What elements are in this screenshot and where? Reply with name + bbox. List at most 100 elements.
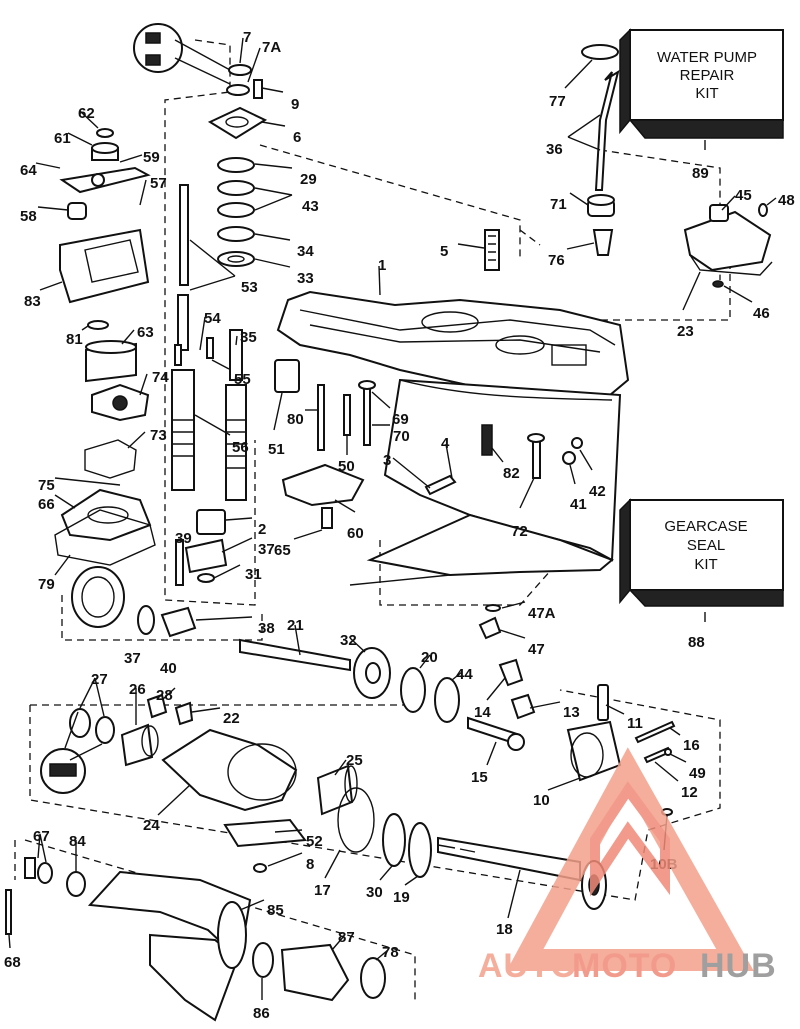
callout-67: 67 (33, 828, 50, 845)
callout-42: 42 (589, 483, 606, 500)
callout-74: 74 (152, 369, 169, 386)
callout-16: 16 (683, 737, 700, 754)
gearcase-housing (276, 290, 630, 586)
callout-37: 37 (124, 650, 141, 667)
callout-18: 18 (496, 921, 513, 938)
driveshaft-assembly (171, 184, 376, 586)
callout-83: 83 (24, 293, 41, 310)
callout-77: 77 (549, 93, 566, 110)
callout-50: 50 (338, 458, 355, 475)
callout-17: 17 (314, 882, 331, 899)
callout-62: 62 (78, 105, 95, 122)
callout-32: 32 (340, 632, 357, 649)
callout-54: 54 (204, 310, 221, 327)
callout-60: 60 (347, 525, 364, 542)
callout-81: 81 (66, 331, 83, 348)
callout-29: 29 (300, 171, 317, 188)
callout-66: 66 (38, 496, 55, 513)
upper-right-components: WATER PUMP REPAIR KIT GEARCASE SEAL KIT (581, 28, 784, 622)
water-pump-kit-box: WATER PUMP REPAIR KIT (619, 28, 784, 139)
callout-48: 48 (778, 192, 795, 209)
callout-49: 49 (689, 765, 706, 782)
gearcase-seal-kit-box: GEARCASE SEAL KIT (619, 498, 784, 607)
callout-78: 78 (382, 944, 399, 961)
propeller-shaft-group (40, 693, 607, 910)
callout-63: 63 (137, 324, 154, 341)
callout-36: 36 (546, 141, 563, 158)
callout-41: 41 (570, 496, 587, 513)
callout-40: 40 (160, 660, 177, 677)
callout-15: 15 (471, 769, 488, 786)
callout-87: 87 (338, 929, 355, 946)
trim-tab-and-fasteners (281, 229, 583, 640)
lower-gear-train (71, 566, 676, 816)
callout-76: 76 (548, 252, 565, 269)
callout-27: 27 (91, 671, 108, 688)
callout-14: 14 (474, 704, 491, 721)
automotohub-watermark: AUTO MOTO HUB (478, 747, 777, 985)
gearcase-kit-line3: KIT (694, 556, 717, 573)
callout-45: 45 (735, 187, 752, 204)
water-pump-components (54, 128, 156, 566)
callout-47a: 47A (528, 605, 556, 622)
callout-12: 12 (681, 784, 698, 801)
callout-71: 71 (550, 196, 567, 213)
callout-19: 19 (393, 889, 410, 906)
callout-leaders (8, 37, 777, 1000)
callout-53: 53 (241, 279, 258, 296)
callout-65: 65 (274, 542, 291, 559)
callout-52: 52 (306, 833, 323, 850)
callout-30: 30 (366, 884, 383, 901)
callout-58: 58 (20, 208, 37, 225)
callout-6: 6 (293, 129, 301, 146)
callout-57: 57 (150, 175, 167, 192)
callout-7: 7 (243, 29, 251, 46)
watermark-auto: AUTO (478, 947, 578, 985)
callout-56: 56 (232, 439, 249, 456)
callout-9: 9 (291, 96, 299, 113)
callout-46: 46 (753, 305, 770, 322)
callout-88-kit: 88 (688, 634, 705, 651)
callout-4: 4 (441, 435, 450, 452)
watermark-hub: HUB (700, 947, 777, 985)
callout-34: 34 (297, 243, 314, 260)
callout-8: 8 (306, 856, 314, 873)
callout-25: 25 (346, 752, 363, 769)
callout-11: 11 (627, 715, 643, 732)
callout-5: 5 (440, 243, 448, 260)
callout-1: 1 (378, 257, 386, 274)
callout-44: 44 (456, 666, 473, 683)
propeller-assembly (5, 857, 386, 1022)
callout-89-kit: 89 (692, 165, 709, 182)
callout-38: 38 (258, 620, 275, 637)
callout-84: 84 (69, 833, 86, 850)
callout-69: 69 (392, 411, 409, 428)
callout-75: 75 (38, 477, 55, 494)
callout-51: 51 (268, 441, 285, 458)
callout-64: 64 (20, 162, 37, 179)
callout-21: 21 (287, 617, 304, 634)
callout-47: 47 (528, 641, 545, 658)
callout-22: 22 (223, 710, 240, 727)
callout-13: 13 (563, 704, 580, 721)
callout-72: 72 (511, 523, 528, 540)
callout-39: 39 (175, 530, 192, 547)
callout-59: 59 (143, 149, 160, 166)
callout-26: 26 (129, 681, 146, 698)
callout-24: 24 (143, 817, 160, 834)
callout-37: 37 (258, 541, 275, 558)
callout-70: 70 (393, 428, 410, 445)
water-pump-kit-line3: KIT (695, 85, 718, 102)
callout-3: 3 (383, 452, 391, 469)
callout-35: 35 (240, 329, 257, 346)
gearcase-kit-line2: SEAL (687, 537, 725, 554)
callout-33: 33 (297, 270, 314, 287)
water-pump-kit-line2: REPAIR (680, 67, 735, 84)
callout-73: 73 (150, 427, 167, 444)
callout-20: 20 (421, 649, 438, 666)
seal-and-bearing-stack (133, 23, 268, 267)
callout-7a: 7A (262, 39, 281, 56)
callout-68: 68 (4, 954, 21, 971)
callout-23: 23 (677, 323, 694, 340)
